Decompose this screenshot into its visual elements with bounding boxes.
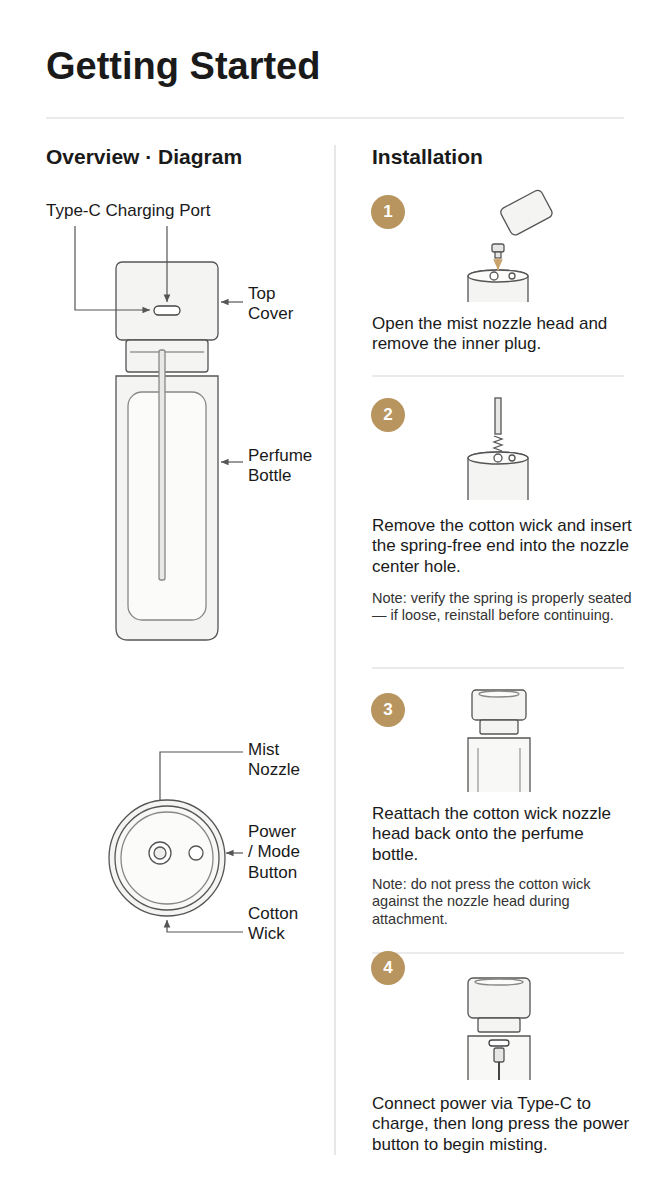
device-top-view: [109, 800, 225, 916]
part-name: Mist Nozzle: [248, 740, 310, 781]
step-text: Connect power via Type-C to charge, then…: [372, 1094, 634, 1155]
device-side-view: [116, 262, 218, 640]
section-heading: Installation: [372, 144, 622, 169]
step-text: Reattach the cotton wick nozzle head bac…: [372, 804, 634, 865]
step3-illustration: [468, 690, 530, 792]
step-number-badge: 2: [371, 398, 405, 432]
leader-lines: [75, 226, 243, 932]
step-number: 4: [383, 958, 392, 978]
step4-illustration: [468, 978, 530, 1080]
step-number: 3: [383, 700, 392, 720]
step1-illustration: [468, 189, 554, 302]
step-number: 2: [383, 405, 392, 425]
step-note: Note: verify the spring is properly seat…: [372, 590, 634, 625]
rules: [46, 118, 624, 1155]
part-name: Type-C Charging Port: [46, 201, 306, 221]
part-name: Top Cover: [248, 284, 304, 325]
page-title: Getting Started: [46, 44, 320, 90]
step-number: 1: [383, 202, 392, 222]
part-name: Perfume Bottle: [248, 446, 320, 487]
step-text: Open the mist nozzle head and remove the…: [372, 314, 634, 355]
step-text: Remove the cotton wick and insert the sp…: [372, 516, 634, 577]
step-note: Note: do not press the cotton wick again…: [372, 876, 634, 928]
step-number-badge: 3: [371, 693, 405, 727]
part-name: Cotton Wick: [248, 904, 308, 945]
step-number-badge: 1: [371, 195, 405, 229]
part-name: Power / Mode Button: [248, 822, 304, 883]
section-heading: Overview · Diagram: [46, 144, 326, 169]
step2-illustration: [468, 398, 528, 500]
step-number-badge: 4: [371, 951, 405, 985]
